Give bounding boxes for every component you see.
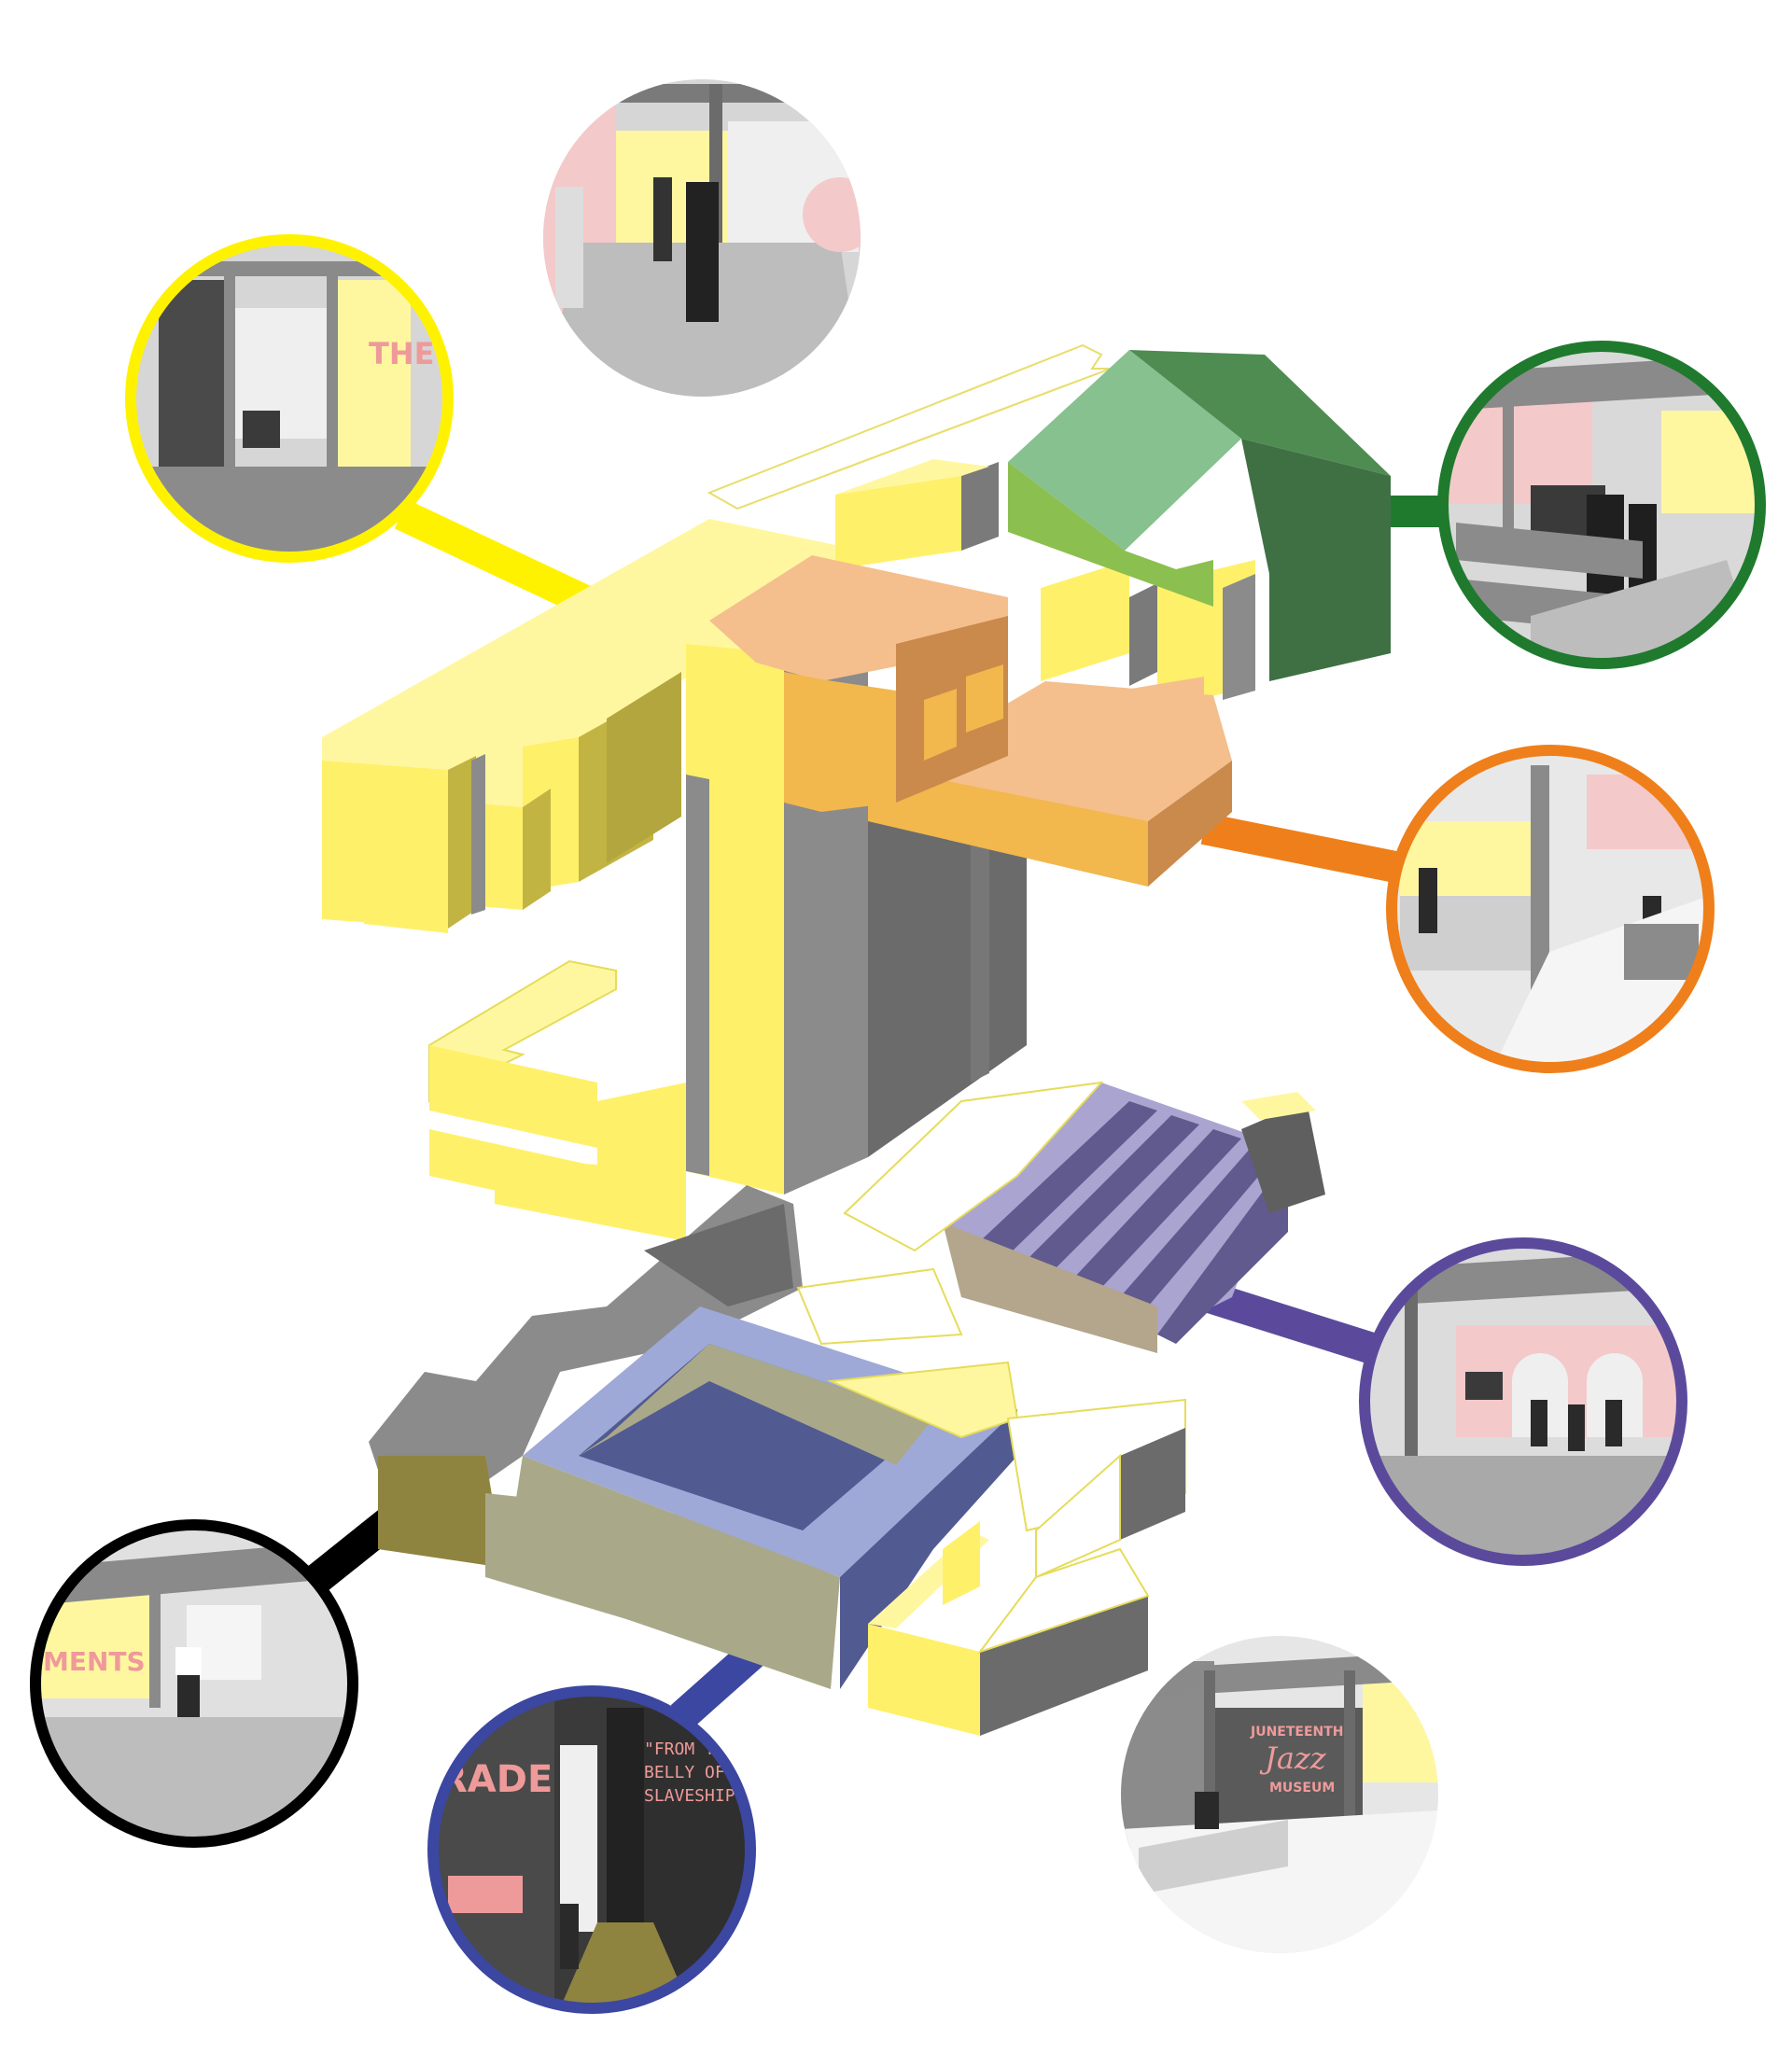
vignette-border-yellow [125, 234, 454, 563]
mid-yellow-right-slab [1241, 1092, 1316, 1120]
orange-window-1 [924, 689, 957, 761]
upper-yellow-block-a [835, 476, 961, 569]
vignette-top-center [543, 79, 861, 397]
callout-line-orange [1200, 813, 1404, 884]
orange-front-1 [784, 672, 821, 812]
orange-top-3 [1120, 677, 1204, 747]
gray-ramp-dark [644, 1204, 793, 1306]
orange-window-2 [966, 664, 1003, 733]
green-roof-dark [1129, 350, 1391, 476]
sign-jazz: Jazz [1259, 1740, 1327, 1776]
purple-front-tan [943, 1223, 1157, 1353]
upper-yellow-front-2 [364, 812, 448, 933]
low-gray-right [1120, 1428, 1185, 1540]
quote-line-2: BELLY OF THE [644, 1763, 765, 1782]
vignette-bottom-right: JUNETEENTH Jazz MUSEUM [1121, 1636, 1438, 1953]
mid-gray-block [1241, 1101, 1325, 1213]
vignette-right-green [1437, 341, 1766, 669]
purple-ridge-4 [1120, 1148, 1279, 1306]
orange-block [709, 555, 1232, 887]
upper-yellow-block-d-shadow [1223, 574, 1255, 700]
tower-inner-side [686, 775, 709, 1176]
vignette-border-purple [1359, 1237, 1687, 1566]
vignette-border-black [30, 1519, 358, 1848]
purple-ridge-2 [1027, 1115, 1199, 1269]
upper-shadow-2 [961, 462, 999, 551]
green-wall-dark [1241, 439, 1391, 681]
green-roof-light [1008, 350, 1241, 551]
green-building [1008, 350, 1391, 681]
low-yellow-l-side [980, 1596, 1148, 1736]
tower-right-strip [971, 819, 989, 1083]
blue-ring-inner-wall [709, 1344, 933, 1465]
tower-front [686, 644, 784, 1195]
upper-yellow-top [322, 519, 840, 821]
quote-line-3: SLAVESHIP" [644, 1786, 745, 1806]
callout-line-yellow [394, 499, 605, 622]
upper-yellow-block-b [1041, 560, 1129, 681]
sign-museum: MUSEUM [1269, 1781, 1335, 1796]
low-yellow-slab-2 [796, 1267, 963, 1346]
sign-juneteenth: JUNETEENTH [1250, 1725, 1344, 1740]
upper-yellow-side-2 [523, 789, 551, 910]
blue-ring-front [504, 1456, 840, 1689]
upper-yellow-side-4 [607, 672, 681, 863]
olive-front [378, 1456, 504, 1568]
upper-yellow-side-1 [448, 756, 476, 929]
vignette-right-purple [1359, 1237, 1687, 1566]
middle-tier-massing [428, 959, 1325, 1353]
upper-tier-massing [322, 343, 1255, 933]
callout-line-purple [1189, 1277, 1378, 1364]
low-white-right [1035, 1453, 1121, 1579]
purple-side [1157, 1157, 1288, 1344]
purple-ridge-1 [980, 1101, 1157, 1255]
vignette-right-orange [1386, 745, 1715, 1073]
central-tower [686, 625, 1027, 1195]
vignette-bottom-blue: RADE "FROM THE BELLY OF THE SLAVESHIP" [427, 1685, 765, 2014]
site-outline [707, 343, 1112, 510]
low-yellow-l-top2 [977, 1547, 1150, 1654]
wall-text-ments: MENTS [43, 1646, 146, 1677]
mid-white-slab [843, 1081, 1104, 1252]
green-wall-lime [1008, 467, 1213, 607]
low-yellow-l-front [868, 1624, 980, 1736]
lower-tier-massing [369, 1185, 1186, 1736]
upper-shadow-1 [471, 754, 485, 915]
wall-text-the-tr: THE TR [369, 336, 488, 371]
mid-yellow-front-1 [429, 1045, 597, 1148]
vignette-border-blue [427, 1685, 756, 2014]
vignette-border-green [1437, 341, 1766, 669]
vignette-border-orange [1386, 745, 1715, 1073]
vignette-top-left: THE TR [125, 234, 488, 563]
callout-lines [298, 496, 1456, 1729]
low-yellow-tab [943, 1521, 980, 1605]
mid-yellow-slab [597, 1083, 686, 1213]
upper-yellow-block-c [1129, 583, 1157, 686]
vignette-bottom-left: MENTS [30, 1519, 358, 1848]
orange-side-2 [1148, 761, 1232, 887]
upper-yellow-block-a-top [835, 459, 989, 495]
orange-front-3 [868, 765, 1148, 887]
purple-ridge-3 [1073, 1129, 1241, 1288]
